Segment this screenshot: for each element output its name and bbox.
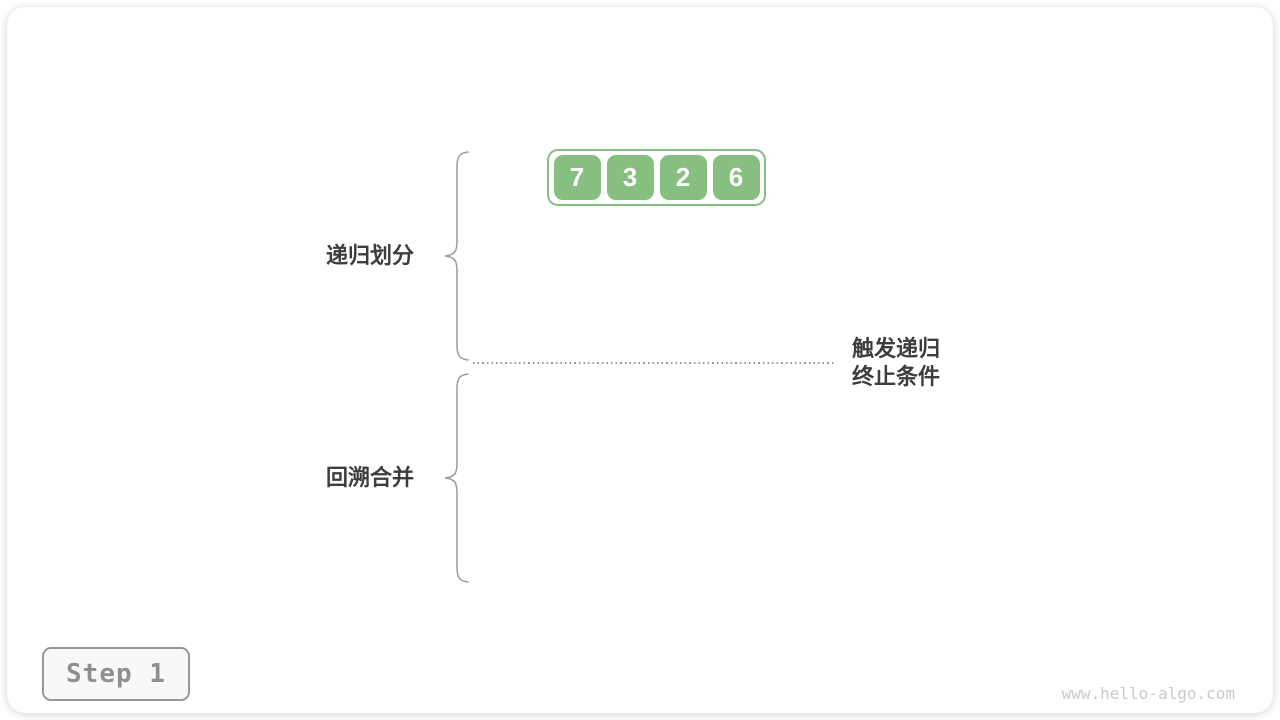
array-cell: 7 <box>553 155 601 200</box>
merge-phase-label: 回溯合并 <box>325 465 414 490</box>
base-case-divider-line <box>473 362 835 364</box>
figure-card: 7 3 2 6 递归划分 回溯合并 触发递归 终止条件 Step 1 <box>7 7 1273 713</box>
step-badge: Step 1 <box>42 647 190 701</box>
base-case-line2: 终止条件 <box>852 364 941 389</box>
array-cell: 3 <box>606 155 654 200</box>
array-cell: 2 <box>659 155 707 200</box>
divide-phase-label: 递归划分 <box>325 243 414 268</box>
watermark: www.hello-algo.com <box>1061 684 1235 703</box>
base-case-annotation: 触发递归 终止条件 <box>852 335 940 391</box>
array-cell: 6 <box>712 155 760 200</box>
array-container: 7 3 2 6 <box>547 149 766 206</box>
curly-brace-merge-icon <box>437 372 471 584</box>
curly-brace-divide-icon <box>437 150 471 362</box>
base-case-line1: 触发递归 <box>852 336 941 361</box>
